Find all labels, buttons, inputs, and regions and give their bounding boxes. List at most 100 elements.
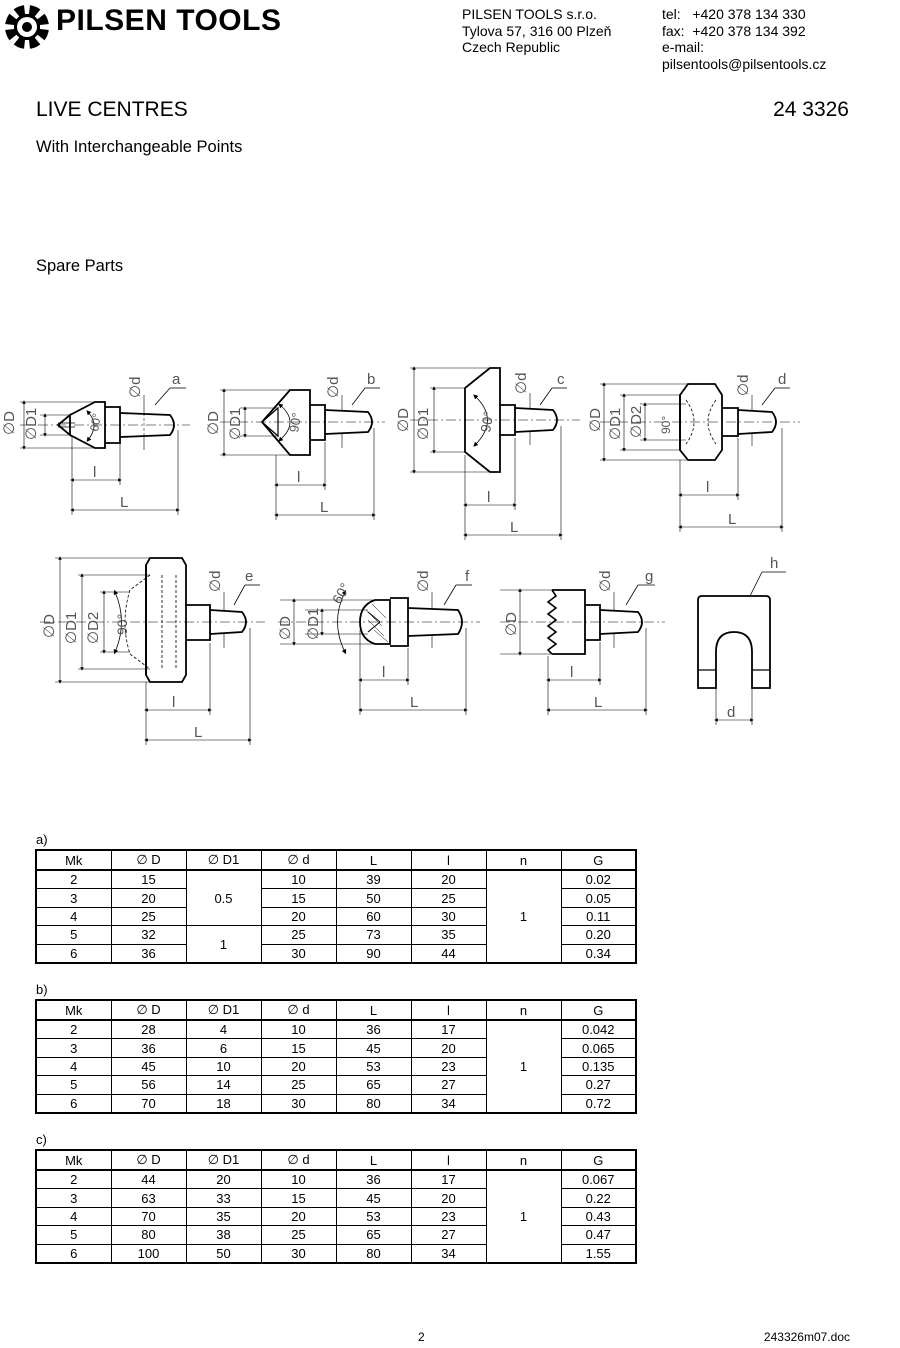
cell-D1: 35 bbox=[185, 1206, 262, 1227]
label-d-letter: d bbox=[778, 371, 786, 388]
cell-D1: 50 bbox=[185, 1243, 262, 1264]
table-c: Mk ∅ D ∅ D1 ∅ d L l n G 2 44 20 10 36 17… bbox=[35, 1149, 637, 1264]
table-row: 4 70 35 20 53 23 0.43 bbox=[35, 1206, 637, 1227]
label-a-angle: 60° bbox=[87, 412, 104, 432]
label-f-l: l bbox=[382, 664, 385, 681]
cell-D: 70 bbox=[110, 1206, 187, 1227]
label-a-l: l bbox=[93, 464, 96, 481]
label-a-L: L bbox=[120, 494, 128, 511]
label-d-d: ∅d bbox=[735, 375, 752, 396]
cell-n: 1 bbox=[485, 1019, 562, 1114]
col-header-D: ∅ D bbox=[110, 1149, 187, 1171]
cell-D1: 18 bbox=[185, 1093, 262, 1114]
cell-G: 0.34 bbox=[560, 943, 637, 964]
label-c-letter: c bbox=[557, 371, 565, 388]
cell-G: 0.02 bbox=[560, 869, 637, 890]
label-f-D1: ∅D1 bbox=[305, 608, 322, 640]
label-f-d: ∅d bbox=[415, 571, 432, 592]
cell-mk: 2 bbox=[35, 1019, 112, 1040]
cell-n: 1 bbox=[485, 869, 562, 964]
col-header-L: L bbox=[335, 849, 412, 871]
address-line: Czech Republic bbox=[462, 39, 561, 55]
table-row: 2 15 0.5 10 39 20 1 0.02 bbox=[35, 869, 637, 964]
cell-mk: 3 bbox=[35, 888, 112, 908]
cell-D: 45 bbox=[110, 1056, 187, 1077]
label-d-D: ∅D bbox=[587, 408, 604, 432]
drawing-part-f bbox=[278, 584, 480, 715]
cell-d: 10 bbox=[260, 869, 337, 890]
cell-D: 44 bbox=[110, 1169, 187, 1190]
cell-l: 34 bbox=[410, 1093, 487, 1114]
cell-L: 73 bbox=[335, 925, 412, 945]
col-header-n: n bbox=[485, 1149, 562, 1171]
label-d-D2: ∅D2 bbox=[628, 406, 645, 438]
cell-G: 0.72 bbox=[560, 1093, 637, 1114]
cell-D1: 33 bbox=[185, 1188, 262, 1208]
cell-mk: 6 bbox=[35, 943, 112, 964]
cell-mk: 4 bbox=[35, 906, 112, 927]
company-logo-text: PILSEN TOOLS bbox=[56, 4, 282, 37]
contact-tel: tel: +420 378 134 330 bbox=[662, 6, 806, 22]
cell-L: 65 bbox=[335, 1225, 412, 1245]
cell-L: 90 bbox=[335, 943, 412, 964]
col-header-l: l bbox=[410, 1149, 487, 1171]
cell-d: 25 bbox=[260, 1075, 337, 1095]
table-b-label: b) bbox=[36, 982, 48, 997]
cell-L: 53 bbox=[335, 1056, 412, 1077]
cell-l: 35 bbox=[410, 925, 487, 945]
col-header-d: ∅ d bbox=[260, 1149, 337, 1171]
col-header-l: l bbox=[410, 999, 487, 1021]
col-header-l: l bbox=[410, 849, 487, 871]
address-line: Tylova 57, 316 00 Plzeň bbox=[462, 22, 612, 39]
label-e-l: l bbox=[172, 694, 175, 711]
cell-D: 70 bbox=[110, 1093, 187, 1114]
label-e-D1: ∅D1 bbox=[63, 612, 80, 644]
col-header-G: G bbox=[560, 999, 637, 1021]
cell-mk: 4 bbox=[35, 1056, 112, 1077]
label-b-angle: 90° bbox=[286, 412, 304, 434]
col-header-D: ∅ D bbox=[110, 999, 187, 1021]
col-header-L: L bbox=[335, 999, 412, 1021]
label-f-D: ∅D bbox=[277, 616, 294, 640]
label-a-D: ∅D bbox=[1, 411, 18, 435]
cell-G: 0.067 bbox=[560, 1169, 637, 1190]
label-e-L: L bbox=[194, 724, 202, 741]
label-g-d: ∅d bbox=[597, 571, 614, 592]
cell-L: 45 bbox=[335, 1038, 412, 1058]
cell-D1: 10 bbox=[185, 1056, 262, 1077]
cell-D: 80 bbox=[110, 1225, 187, 1245]
cell-d: 20 bbox=[260, 1206, 337, 1227]
label-d-L: L bbox=[728, 511, 736, 528]
cell-L: 36 bbox=[335, 1019, 412, 1040]
cell-d: 25 bbox=[260, 1225, 337, 1245]
cell-G: 0.43 bbox=[560, 1206, 637, 1227]
cell-L: 80 bbox=[335, 1243, 412, 1264]
cell-mk: 6 bbox=[35, 1243, 112, 1264]
technical-drawings: ∅D ∅D1 ∅d a 60° l L ∅D ∅D1 ∅d b 90° l L … bbox=[1, 366, 800, 745]
label-d-angle: 90° bbox=[659, 416, 673, 434]
cell-d: 25 bbox=[260, 925, 337, 945]
label-c-L: L bbox=[510, 519, 518, 536]
label-d-l: l bbox=[706, 479, 709, 496]
label-b-L: L bbox=[320, 499, 328, 516]
label-f-L: L bbox=[410, 694, 418, 711]
label-a-letter: a bbox=[172, 371, 181, 388]
page-number: 2 bbox=[418, 1330, 425, 1344]
col-header-D1: ∅ D1 bbox=[185, 1149, 262, 1171]
cell-l: 20 bbox=[410, 869, 487, 890]
cell-l: 23 bbox=[410, 1206, 487, 1227]
cell-l: 30 bbox=[410, 906, 487, 927]
cell-mk: 5 bbox=[35, 1225, 112, 1245]
cell-mk: 3 bbox=[35, 1038, 112, 1058]
cell-D1: 4 bbox=[185, 1019, 262, 1040]
cell-D: 20 bbox=[110, 888, 187, 908]
label-g-letter: g bbox=[645, 568, 653, 585]
table-b: Mk ∅ D ∅ D1 ∅ d L l n G 2 28 4 10 36 17 … bbox=[35, 999, 637, 1114]
contact-email[interactable]: pilsentools@pilsentools.cz bbox=[662, 55, 827, 72]
table-row: 6 70 18 30 80 34 0.72 bbox=[35, 1093, 637, 1114]
label-c-l: l bbox=[487, 489, 490, 506]
cell-L: 80 bbox=[335, 1093, 412, 1114]
cell-L: 53 bbox=[335, 1206, 412, 1227]
cell-d: 30 bbox=[260, 943, 337, 964]
label-a-D1: ∅D1 bbox=[23, 408, 40, 440]
